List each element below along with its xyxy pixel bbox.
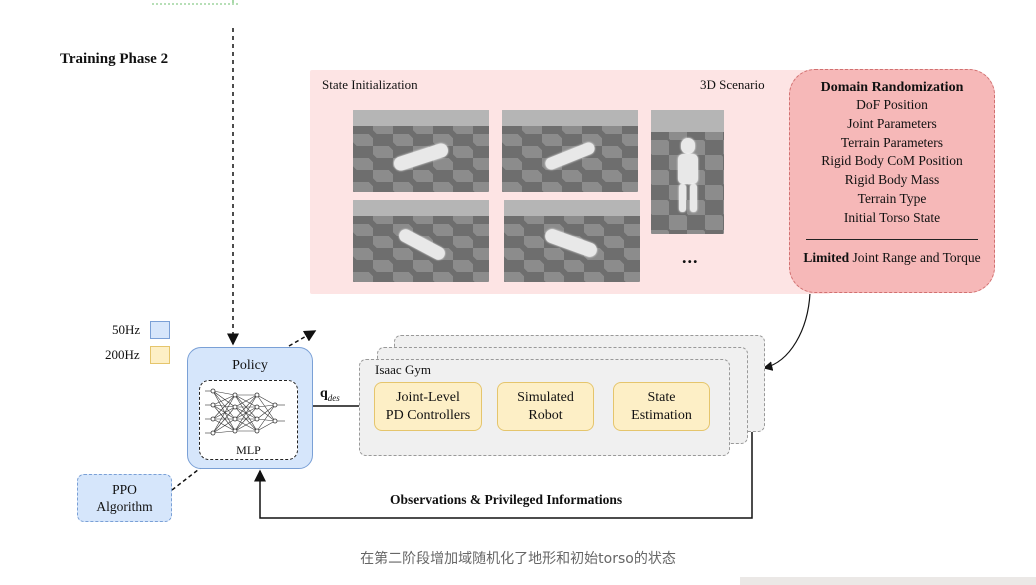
neural-network-icon bbox=[205, 388, 285, 436]
dr-item: Initial Torso State bbox=[843, 209, 941, 225]
dr-item: Rigid Body CoM Position bbox=[821, 153, 963, 169]
isaac-gym-label: Isaac Gym bbox=[375, 362, 431, 377]
dr-item: DoF Position bbox=[856, 97, 928, 112]
legend-200hz-swatch bbox=[150, 346, 170, 364]
limited-keyword: Limited bbox=[803, 249, 850, 265]
legend-50hz-label: 50Hz bbox=[112, 322, 141, 337]
randomization-to-gym-arrow bbox=[762, 292, 811, 371]
observations-feedback-label: Observations & Privileged Informations bbox=[390, 492, 623, 507]
pd-line2: PD Controllers bbox=[385, 408, 471, 423]
pd-line1: Joint-Level bbox=[396, 390, 460, 405]
se-line2: Estimation bbox=[631, 408, 692, 423]
3d-scenario-label: 3D Scenario bbox=[700, 77, 765, 92]
qdes-base: q bbox=[320, 386, 328, 401]
qdes-label: qdes bbox=[320, 386, 340, 403]
scene-image-lying-1 bbox=[353, 110, 489, 192]
sim-line1: Simulated bbox=[517, 390, 574, 405]
phase-title: Training Phase 2 bbox=[60, 51, 169, 67]
dr-item: Joint Parameters bbox=[847, 115, 937, 131]
dr-item: Terrain Parameters bbox=[840, 134, 944, 150]
pd-controllers-box: Joint-Level PD Controllers bbox=[374, 382, 482, 431]
se-line1: State bbox=[647, 390, 676, 405]
legend-50hz-swatch bbox=[150, 321, 170, 339]
sim-line2: Robot bbox=[528, 408, 563, 423]
domain-randomization-title: Domain Randomization bbox=[820, 80, 964, 95]
scene-image-standing bbox=[651, 110, 724, 234]
mlp-box bbox=[199, 380, 298, 460]
domain-randomization-box: Domain Randomization DoF Position Joint … bbox=[789, 69, 995, 293]
state-estimation-box: State Estimation bbox=[613, 382, 710, 431]
dr-item: Terrain Type bbox=[857, 190, 927, 206]
limited-rest: Joint Range and Torque bbox=[849, 249, 981, 265]
mlp-label: MLP bbox=[236, 443, 261, 457]
ppo-dashed-link bbox=[171, 465, 204, 491]
simulated-robot-box: Simulated Robot bbox=[497, 382, 594, 431]
more-scenarios-ellipsis: ... bbox=[682, 247, 699, 267]
figure-caption: 在第二阶段增加域随机化了地形和初始torso的状态 bbox=[360, 551, 676, 567]
ppo-line2: Algorithm bbox=[96, 499, 153, 514]
ppo-line1: PPO bbox=[112, 482, 137, 497]
scene-image-lying-4 bbox=[504, 200, 640, 282]
qdes-subscript: des bbox=[327, 392, 340, 403]
horizontal-scrollbar[interactable] bbox=[740, 577, 1036, 585]
policy-label: Policy bbox=[232, 358, 268, 373]
ppo-algorithm-box: PPO Algorithm bbox=[77, 474, 172, 522]
policy-out-dashed-arrow bbox=[288, 330, 317, 347]
legend-200hz-label: 200Hz bbox=[105, 347, 140, 362]
scene-image-lying-3 bbox=[353, 200, 489, 282]
scene-image-lying-2 bbox=[502, 110, 638, 192]
limited-joint-range-text: Limited Joint Range and Torque bbox=[790, 248, 994, 267]
dr-item: Rigid Body Mass bbox=[844, 172, 940, 188]
state-initialization-label: State Initialization bbox=[322, 77, 418, 92]
dr-divider bbox=[806, 238, 978, 240]
